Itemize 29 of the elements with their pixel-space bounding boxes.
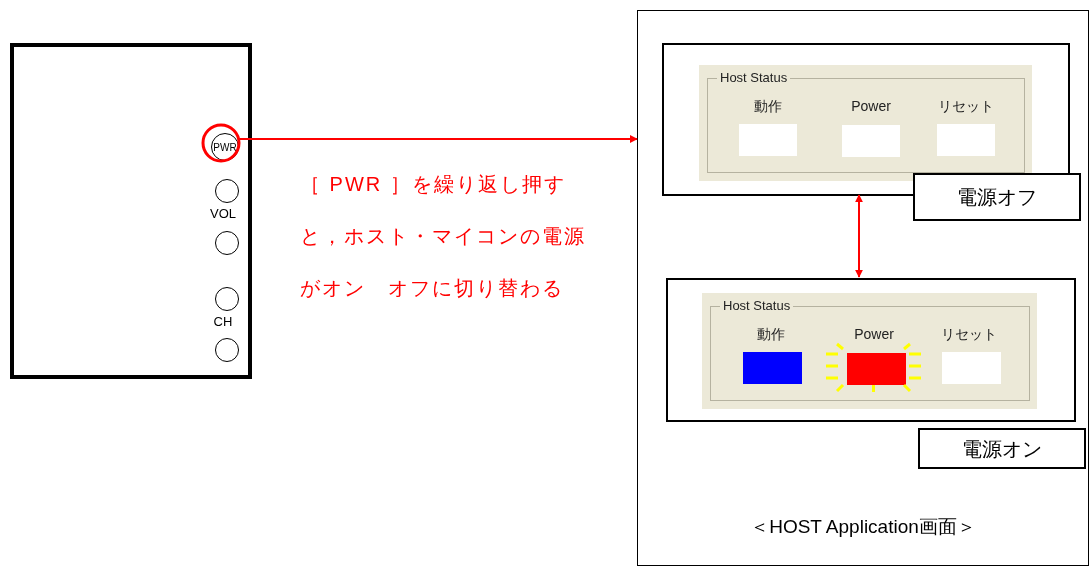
- status-panel: [702, 293, 1037, 409]
- round-button: [215, 287, 239, 311]
- screen-caption: ＜HOST Application画面＞: [749, 514, 977, 539]
- round-button: [215, 338, 239, 362]
- status-heading: 動作: [757, 325, 785, 343]
- status-indicator: [847, 353, 906, 385]
- annotation-text: ［ PWR ］を繰り返し押すと，ホスト・マイコンの電源がオン オフに切り替わる: [300, 172, 586, 301]
- round-button: [215, 231, 239, 255]
- application-screen-frame: [637, 10, 1089, 566]
- remote-control: [10, 43, 252, 379]
- status-heading: リセット: [941, 325, 997, 343]
- button-label: CH: [212, 314, 234, 330]
- button-label: VOL: [209, 206, 237, 222]
- status-heading: 動作: [754, 97, 782, 115]
- arrow: [238, 135, 638, 143]
- status-heading: Power: [854, 325, 894, 343]
- status-indicator: [739, 124, 797, 156]
- state-label: 電源オフ: [913, 173, 1081, 221]
- round-button: [215, 179, 239, 203]
- state-label: 電源オン: [918, 428, 1086, 469]
- status-panel: [699, 65, 1032, 181]
- arrow: [855, 194, 863, 278]
- status-heading: Power: [851, 97, 891, 115]
- status-indicator: [937, 124, 995, 156]
- screen-capture-frame: [666, 278, 1076, 422]
- status-indicator: [743, 352, 802, 384]
- status-indicator: [842, 125, 900, 157]
- status-indicator: [942, 352, 1001, 384]
- status-heading: リセット: [938, 97, 994, 115]
